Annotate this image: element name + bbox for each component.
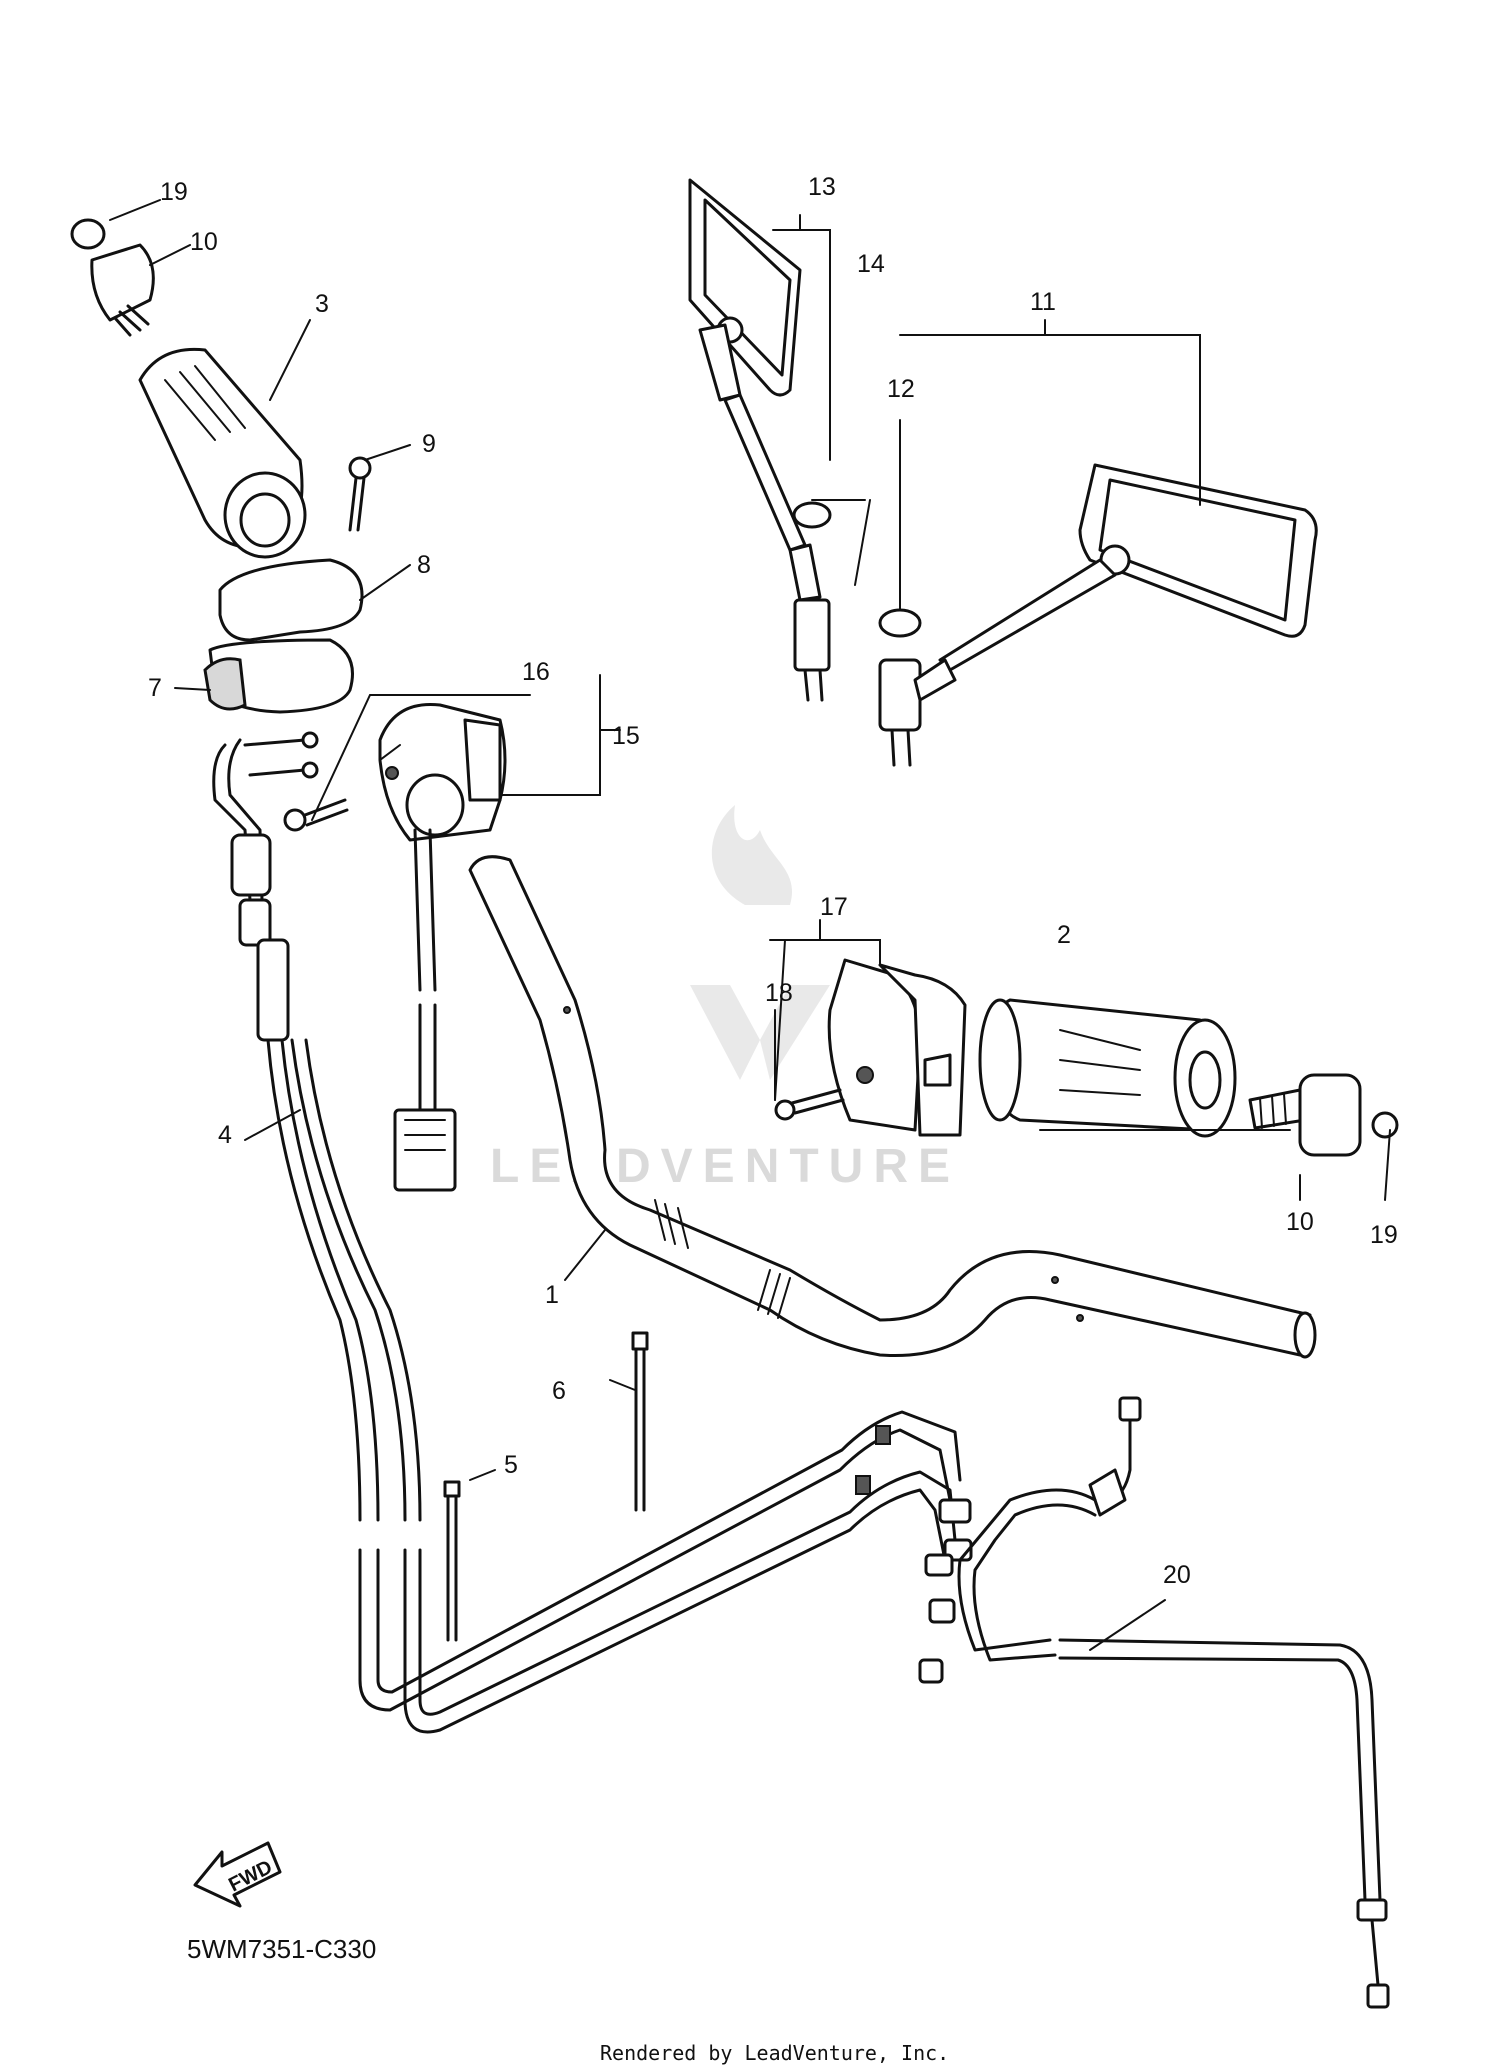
callout-5: 5 [504,1451,518,1479]
callout-19-top: 19 [160,178,188,206]
callout-7: 7 [148,674,162,702]
footer-credit: Rendered by LeadVenture, Inc. [600,2041,949,2065]
callout-9: 9 [422,430,436,458]
callout-10-right: 10 [1286,1208,1314,1236]
callout-11: 11 [1030,288,1056,316]
callout-15: 15 [612,722,640,750]
cable-tie-5 [443,1480,461,1642]
callout-2: 2 [1057,921,1071,949]
mirror-right-11 [878,463,1318,767]
right-grip-2 [978,998,1237,1138]
mirror-left-13 [688,178,831,702]
left-screw-9 [348,456,372,532]
right-switch-screw-18 [774,1088,845,1121]
left-bar-end-weight [70,218,155,337]
throttle-cables-4 [266,1038,973,1734]
callout-3: 3 [315,290,329,318]
drawing-code: 5WM7351-C330 [187,1934,376,1964]
callout-18: 18 [765,979,793,1007]
throttle-cables-upper [212,731,319,1042]
callout-16: 16 [522,658,550,686]
left-switch-screw-16 [283,798,349,832]
mirror-cap-14 [792,501,832,529]
fwd-arrow-icon: FWD [193,1841,282,1908]
callout-14: 14 [857,250,885,278]
left-switch-15 [378,702,507,1192]
clutch-cable-20 [957,1396,1390,2009]
right-switch-17 [827,958,967,1137]
cable-tie-6 [631,1331,649,1512]
watermark-text: LEADVENTURE [490,1140,960,1193]
throttle-housing [203,558,364,714]
callout-6: 6 [552,1377,566,1405]
leader-lines [109,199,1391,1651]
callouts: 1 2 3 4 5 6 7 8 9 10 10 11 12 13 14 15 1… [148,173,1398,1589]
callout-19-right: 19 [1370,1221,1398,1249]
mirror-cap-12 [878,608,922,638]
callout-12: 12 [887,375,915,403]
callout-10-top: 10 [190,228,218,256]
callout-1: 1 [545,1281,559,1309]
callout-17: 17 [820,893,848,921]
left-grip [138,347,307,559]
callout-20: 20 [1163,1561,1191,1589]
callout-8: 8 [417,551,431,579]
right-bar-end-weight [1248,1073,1399,1157]
watermark: LEADVENTURE [490,805,960,1193]
callout-13: 13 [808,173,836,201]
handlebar-1 [468,855,1317,1359]
callout-4: 4 [218,1121,232,1149]
